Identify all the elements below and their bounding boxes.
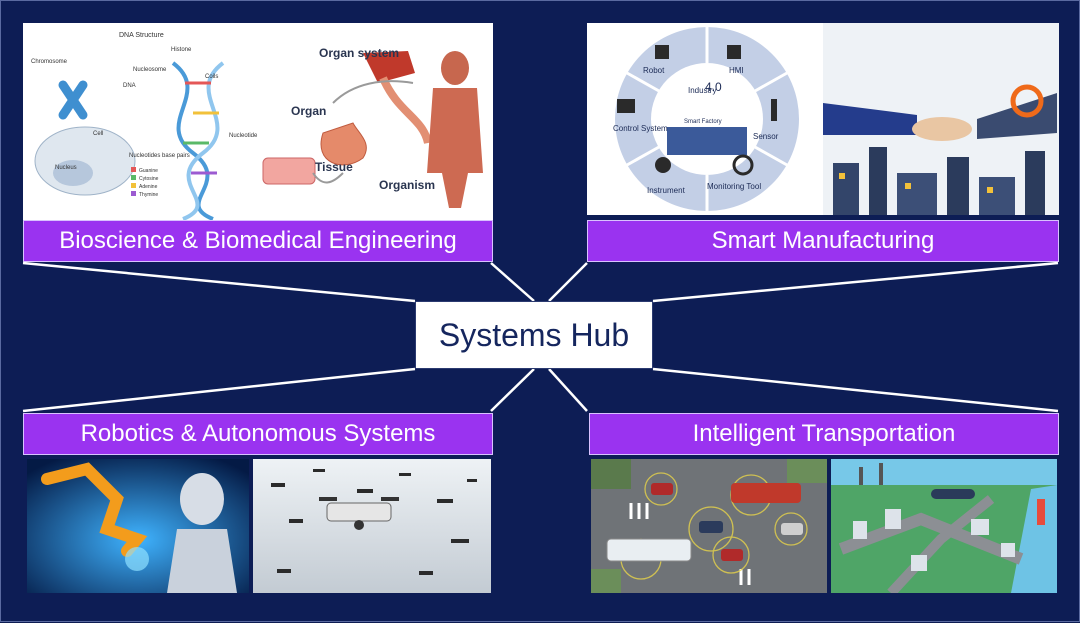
coils-label: Coils [205,74,218,80]
histone-label: Histone [171,47,192,53]
bioscience-image: DNA Structure Chromosome Histone Nucleos… [23,23,493,221]
transportation-label: Intelligent Transportation [589,413,1059,455]
robotics-image [27,459,491,593]
chromosome-label: Chromosome [31,59,68,65]
connector-bio-right [490,262,535,302]
connector-rob-right [490,368,535,412]
bioscience-label: Bioscience & Biomedical Engineering [23,220,493,262]
systems-hub-label: Systems Hub [438,316,630,353]
connector-trans-right [652,367,1059,413]
organ-label: Organ [291,104,326,118]
robotics-label: Robotics & Autonomous Systems [23,413,493,455]
smart-manufacturing-image: Industry 4.0 Smart Factory Robot HMI Sen… [587,23,1059,215]
systems-hub-box: Systems Hub [415,301,653,369]
base-guanine-label: Guanine [139,168,158,174]
connector-mfg-left [548,262,588,302]
nucleosome-label: Nucleosome [133,67,167,73]
connector-mfg-right [652,261,1059,303]
smart-manufacturing-label: Smart Manufacturing [587,220,1059,262]
connector-rob-left [22,367,416,413]
organ-system-label: Organ system [319,46,399,60]
nucleus-label: Nucleus [55,165,77,171]
cell-label: Cell [93,131,103,137]
dna-label: DNA [123,83,136,89]
dna-structure-label: DNA Structure [119,32,164,39]
industry-version-label: 4.0 [705,80,722,94]
smart-factory-label: Smart Factory [684,119,722,125]
nucleotide-label: Nucleotide [229,133,258,139]
instrument-label: Instrument [647,186,686,195]
base-pairs-label: Nucleotides base pairs [129,153,190,159]
transportation-image [591,459,1057,593]
monitoring-tool-label: Monitoring Tool [707,182,761,191]
base-cytosine-label: Cytosine [139,176,159,182]
organism-label: Organism [379,178,435,192]
sensor-label: Sensor [753,132,779,141]
base-thymine-label: Thymine [139,192,158,198]
control-system-label: Control System [613,124,668,133]
industry-label: Industry [688,86,716,95]
connector-trans-left [548,368,588,412]
tissue-label: Tissue [315,160,353,174]
connector-bio-left [22,261,416,303]
base-adenine-label: Adenine [139,184,158,190]
robot-label: Robot [643,66,665,75]
hmi-label: HMI [729,66,744,75]
